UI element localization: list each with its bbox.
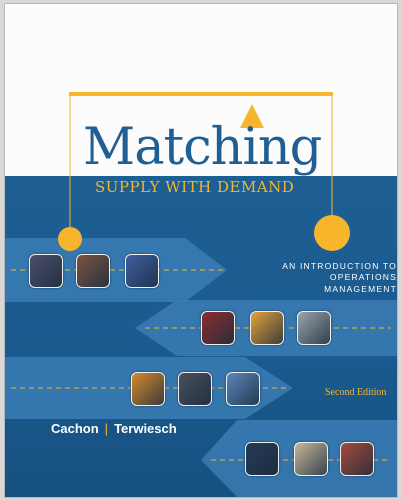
- photo-ship-icon: [201, 311, 235, 345]
- gold-triangle: [240, 104, 264, 128]
- photo-truck-icon: [226, 372, 260, 406]
- book-cover: Matching SUPPLY WITH DEMAND AN INTRODUCT…: [4, 3, 398, 498]
- gold-circle-right: [314, 215, 350, 251]
- photo-customers-icon: [340, 442, 374, 476]
- photo-hands-icon: [76, 254, 110, 288]
- tagline-line1: AN INTRODUCTION TO: [282, 261, 397, 271]
- tagline-line2: OPERATIONS MANAGEMENT: [324, 272, 397, 294]
- book-title: Matching: [83, 118, 322, 177]
- edition-label: Second Edition: [325, 387, 387, 398]
- photo-wind-turbine-icon: [250, 311, 284, 345]
- book-subtitle: SUPPLY WITH DEMAND: [95, 178, 295, 196]
- author-line: Cachon | Terwiesch: [51, 421, 177, 436]
- photo-technician-icon: [297, 311, 331, 345]
- photo-workers-icon: [29, 254, 63, 288]
- photo-bottles-icon: [294, 442, 328, 476]
- photo-factory-icon: [178, 372, 212, 406]
- author-cachon: Cachon: [51, 421, 99, 436]
- book-tagline: AN INTRODUCTION TO OPERATIONS MANAGEMENT: [275, 261, 397, 295]
- photo-shopper-icon: [245, 442, 279, 476]
- photo-airplane-icon: [131, 372, 165, 406]
- author-terwiesch: Terwiesch: [114, 421, 177, 436]
- photo-medical-icon: [125, 254, 159, 288]
- gold-top-bar: [69, 92, 333, 96]
- gold-circle-left: [58, 227, 82, 251]
- author-separator: |: [104, 421, 109, 436]
